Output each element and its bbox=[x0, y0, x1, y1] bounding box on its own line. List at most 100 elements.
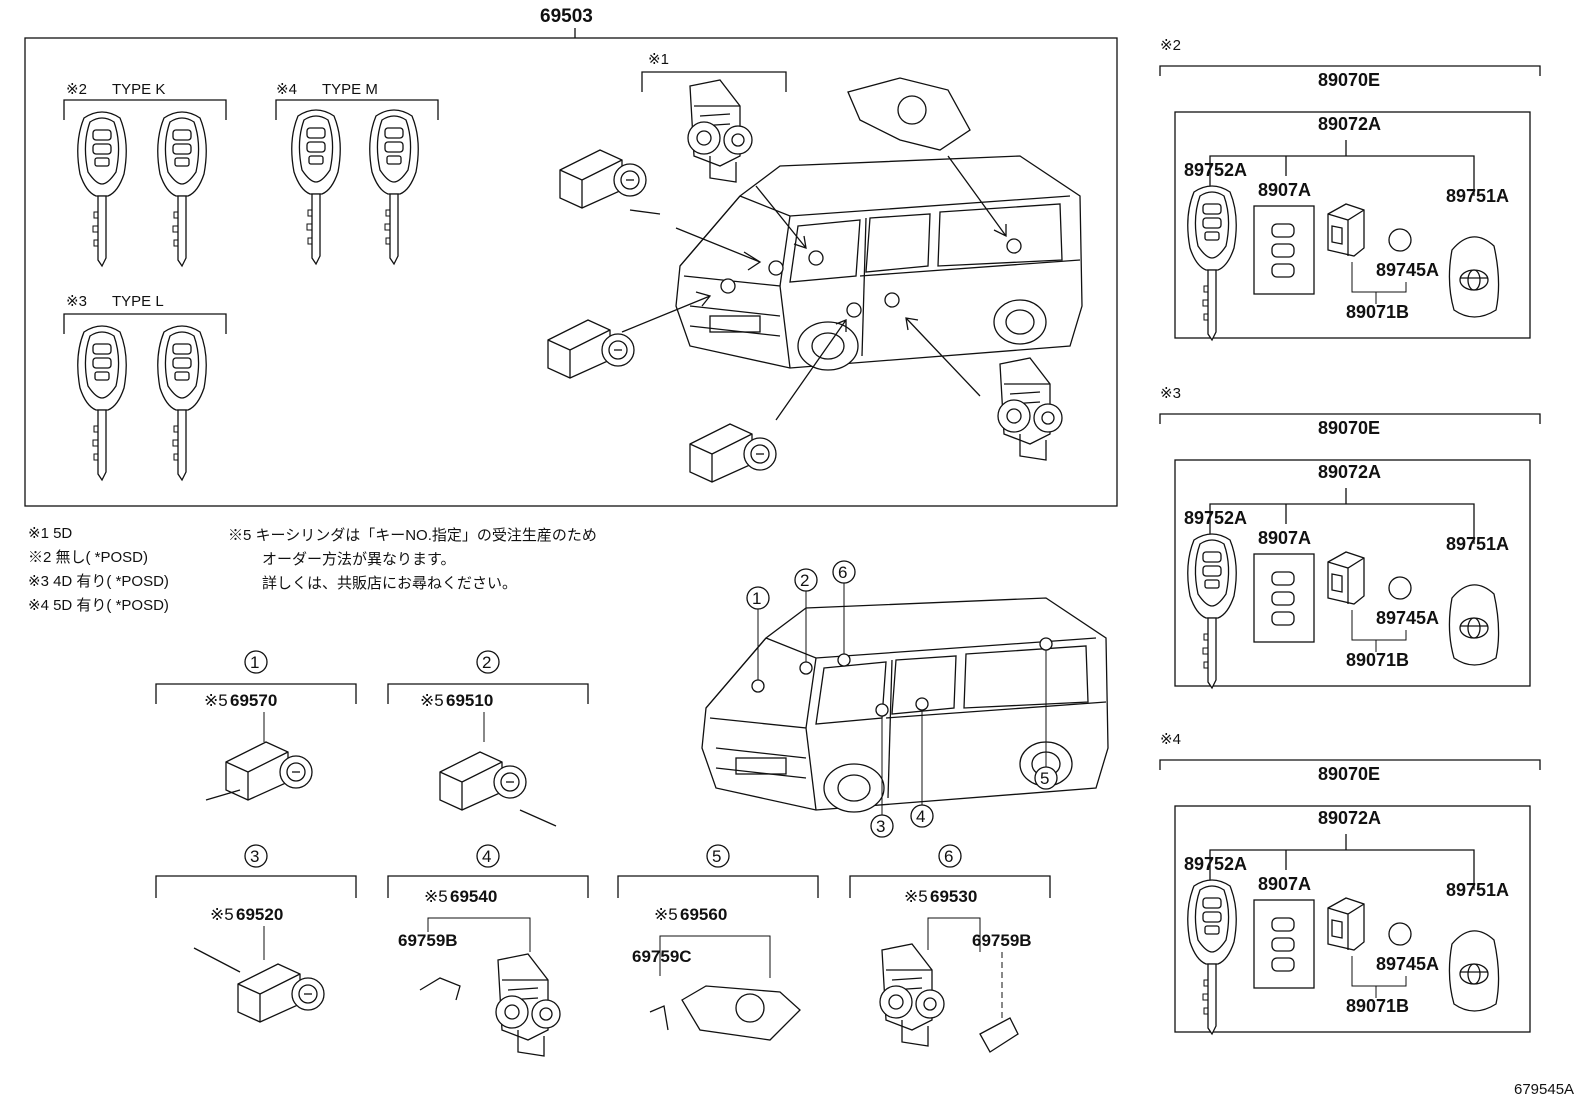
part-code: 69510 bbox=[446, 691, 493, 710]
lock-cylinder-icon bbox=[439, 751, 527, 811]
part-code: 69540 bbox=[450, 887, 497, 906]
part-group-4: 4 ※5 69540 69759B bbox=[387, 844, 589, 1057]
key-fob-icon bbox=[1187, 533, 1237, 689]
key-set-remote: 89752A bbox=[1184, 854, 1247, 874]
key-set-sub: 89072A bbox=[1318, 808, 1381, 828]
exploded-van-group: ※1 bbox=[547, 51, 1083, 483]
svg-text:6: 6 bbox=[944, 847, 953, 866]
key-fob-icon bbox=[1187, 185, 1237, 341]
battery-icon bbox=[1388, 228, 1412, 252]
ignition-cylinder-icon bbox=[547, 319, 635, 379]
svg-text:4: 4 bbox=[482, 847, 491, 866]
part-group-5: 5 ※5 69560 69759C bbox=[617, 844, 819, 1041]
note-4: ※4 5D 有り( *POSD) bbox=[28, 597, 169, 614]
note-5-line-1: ※5 キーシリンダは「キーNO.指定」の受注生産のため bbox=[228, 527, 597, 544]
type-k-mark: ※2 bbox=[66, 81, 87, 98]
key-set-mark: ※4 bbox=[1160, 731, 1181, 748]
door-lock-icon bbox=[495, 953, 561, 1057]
emblem-cover-icon bbox=[1448, 930, 1500, 1012]
van-callout: 3 bbox=[870, 703, 894, 838]
key-set-pad: 8907A bbox=[1258, 874, 1311, 894]
svg-text:2: 2 bbox=[800, 571, 809, 590]
lock-cylinder-icon bbox=[237, 963, 325, 1023]
svg-text:3: 3 bbox=[876, 817, 885, 836]
key-set-cover: 89751A bbox=[1446, 186, 1509, 206]
part-code: 69520 bbox=[236, 905, 283, 924]
part-group-6: 6 ※5 69530 69759B bbox=[849, 844, 1051, 1053]
van-illustration bbox=[675, 155, 1083, 371]
key-set-cover: 89751A bbox=[1446, 534, 1509, 554]
key-fob-icon bbox=[157, 111, 207, 267]
svg-text:※5: ※5 bbox=[654, 905, 678, 924]
van-callout: 5 bbox=[1034, 637, 1058, 790]
type-l-label: TYPE L bbox=[112, 293, 164, 310]
key-set-top: 89070E bbox=[1318, 70, 1380, 90]
transmitter-module-icon bbox=[1327, 551, 1365, 605]
key-fob-icon bbox=[369, 109, 419, 265]
lock-cylinder-icon bbox=[225, 741, 313, 801]
key-set-board: 89071B bbox=[1346, 996, 1409, 1016]
emblem-cover-icon bbox=[1448, 584, 1500, 666]
svg-text:2: 2 bbox=[482, 653, 491, 672]
svg-text:5: 5 bbox=[1040, 769, 1049, 788]
svg-text:※5: ※5 bbox=[904, 887, 928, 906]
part-group-1: 1 ※5 69570 bbox=[155, 650, 357, 801]
key-set-battery: 89745A bbox=[1376, 954, 1439, 974]
type-m-label: TYPE M bbox=[322, 81, 378, 98]
note-2: ※2 無し( *POSD) bbox=[28, 549, 148, 566]
transmitter-module-icon bbox=[1327, 203, 1365, 257]
svg-text:3: 3 bbox=[250, 847, 259, 866]
door-lock-icon bbox=[879, 943, 945, 1047]
svg-text:1: 1 bbox=[250, 653, 259, 672]
slide-door-lock-icon bbox=[997, 357, 1063, 461]
van-callout: 2 bbox=[794, 568, 818, 675]
svg-text:1: 1 bbox=[752, 589, 761, 608]
group-type-l: ※3 TYPE L bbox=[63, 293, 227, 481]
key-set-sub: 89072A bbox=[1318, 462, 1381, 482]
part-group-3: 3 ※5 69520 bbox=[155, 844, 357, 1023]
main-part-number: 69503 bbox=[540, 6, 593, 27]
group-type-m: ※4 TYPE M bbox=[275, 81, 439, 265]
van-callout: 1 bbox=[746, 586, 770, 693]
type-m-mark: ※4 bbox=[276, 81, 297, 98]
note-5-line-2: オーダー方法が異なります。 bbox=[262, 551, 456, 568]
key-set-pad: 8907A bbox=[1258, 528, 1311, 548]
key-fob-icon bbox=[77, 111, 127, 267]
key-set-remote: 89752A bbox=[1184, 508, 1247, 528]
note-3: ※3 4D 有り( *POSD) bbox=[28, 573, 169, 590]
key-set-board: 89071B bbox=[1346, 302, 1409, 322]
reference-van: 1 2 6 3 4 5 bbox=[701, 560, 1109, 838]
key-fob-icon bbox=[157, 325, 207, 481]
part-sub-code: 69759C bbox=[632, 947, 692, 966]
part-sub-code: 69759B bbox=[972, 931, 1032, 950]
group-type-k: ※2 TYPE K bbox=[63, 81, 227, 267]
key-set-mark: ※3 bbox=[1160, 385, 1181, 402]
key-set-remote: 89752A bbox=[1184, 160, 1247, 180]
part-sub-code: 69759B bbox=[398, 931, 458, 950]
key-set-board: 89071B bbox=[1346, 650, 1409, 670]
note-1: ※1 5D bbox=[28, 525, 72, 542]
transmitter-module-icon bbox=[1327, 897, 1365, 951]
svg-text:6: 6 bbox=[838, 563, 847, 582]
key-set-battery: 89745A bbox=[1376, 608, 1439, 628]
key-fob-icon bbox=[1187, 879, 1237, 1035]
lock-cylinder-icon bbox=[559, 149, 647, 209]
lock-cylinder-icon bbox=[689, 423, 777, 483]
svg-text:※5: ※5 bbox=[420, 691, 444, 710]
svg-text:※5: ※5 bbox=[424, 887, 448, 906]
key-set-sub: 89072A bbox=[1318, 114, 1381, 134]
key-set-pad: 8907A bbox=[1258, 180, 1311, 200]
battery-icon bbox=[1388, 576, 1412, 600]
part-code: 69570 bbox=[230, 691, 277, 710]
key-fob-icon bbox=[291, 109, 341, 265]
van-callout: 4 bbox=[910, 697, 934, 828]
main-part-box bbox=[24, 37, 1118, 507]
key-set-cover: 89751A bbox=[1446, 880, 1509, 900]
svg-text:※5: ※5 bbox=[210, 905, 234, 924]
key-set-top: 89070E bbox=[1318, 764, 1380, 784]
notes-block: ※1 5D ※2 無し( *POSD) ※3 4D 有り( *POSD) ※4 … bbox=[28, 525, 597, 614]
svg-text:5: 5 bbox=[712, 847, 721, 866]
